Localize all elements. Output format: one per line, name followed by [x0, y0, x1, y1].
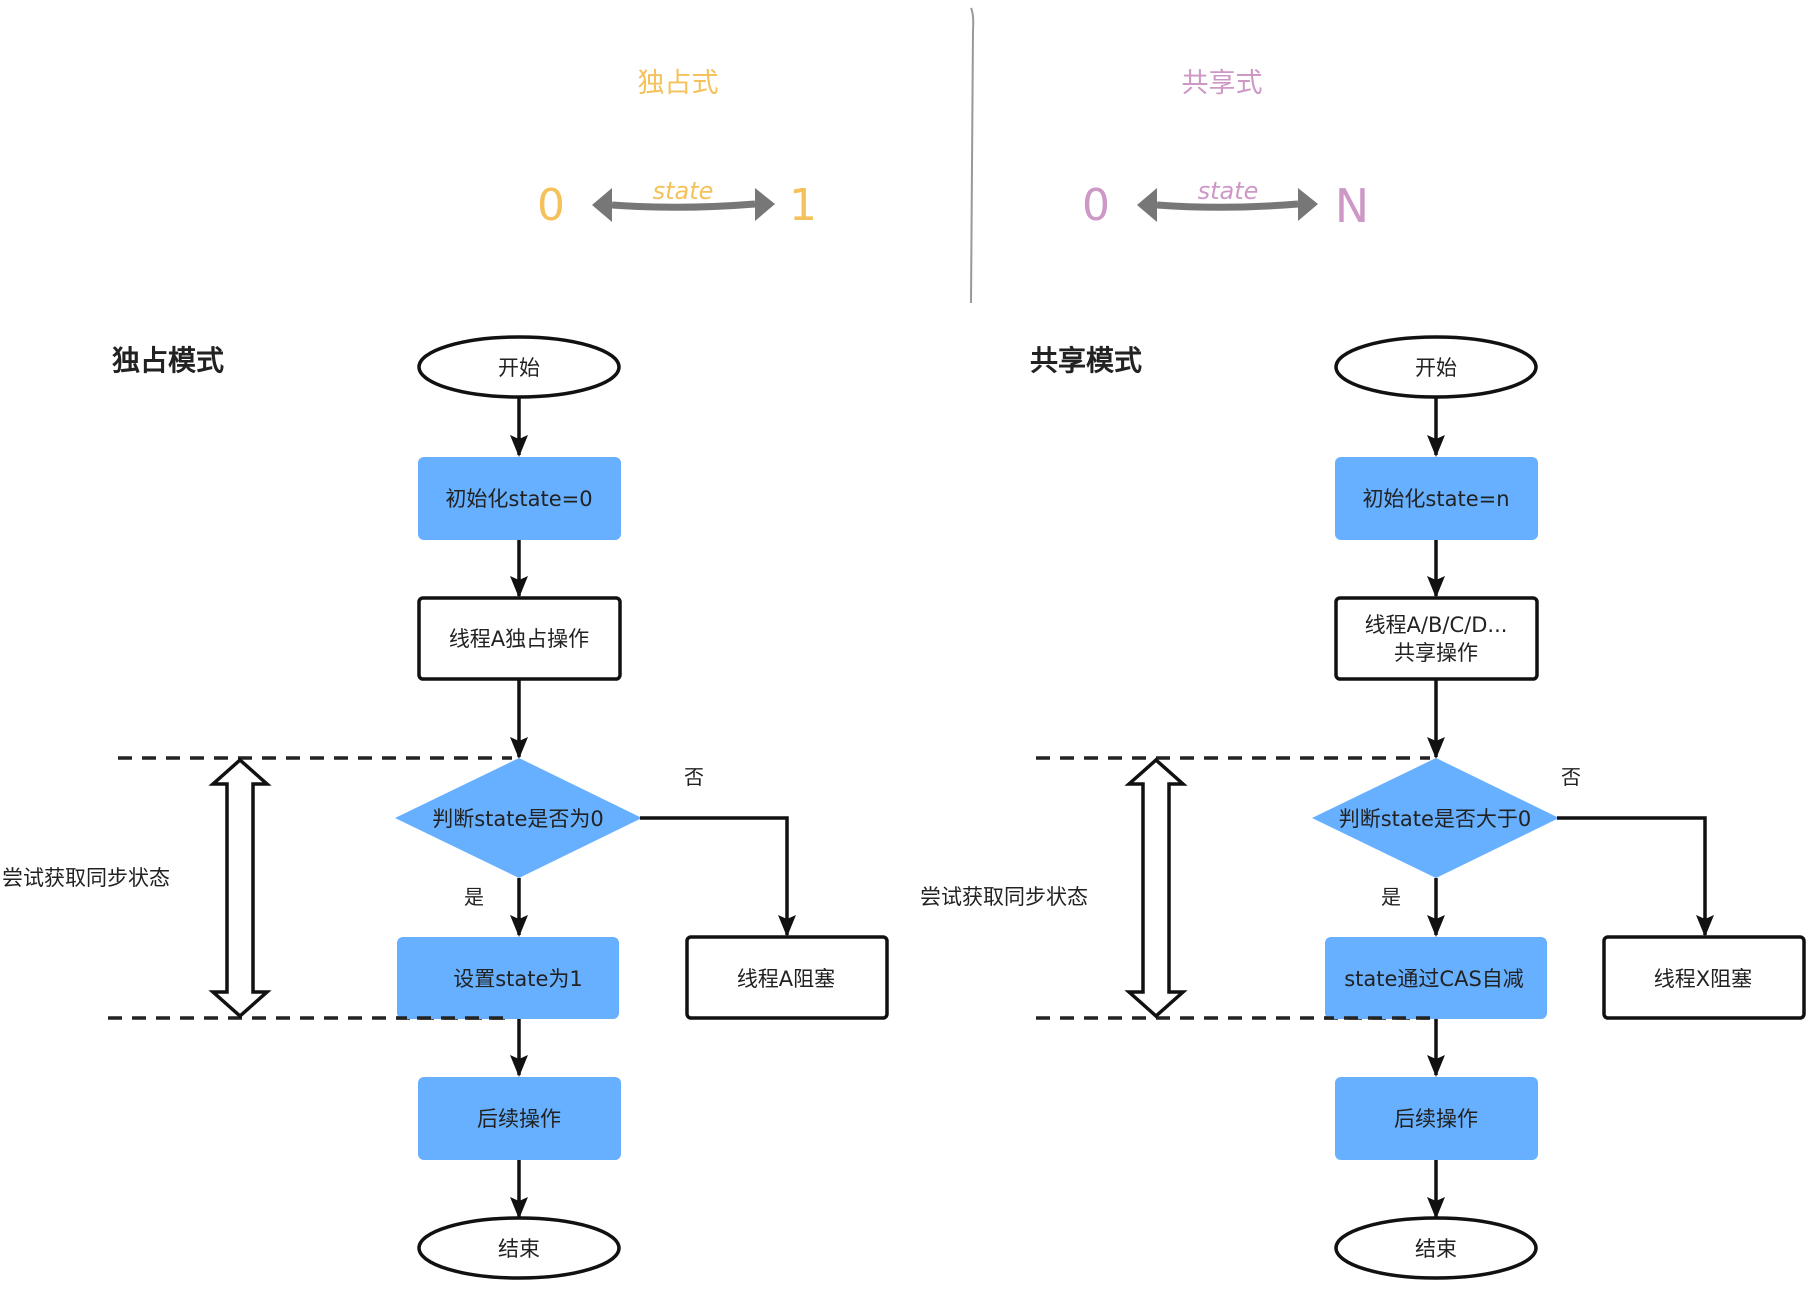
top-exclusive: 独占式 0 1 state	[537, 68, 817, 231]
exclusive-decision-label: 判断state是否为0	[432, 807, 604, 831]
shared-start-label: 开始	[1415, 356, 1457, 380]
shared-state-from: 0	[1082, 180, 1110, 231]
exclusive-yes-action-label: 设置state为1	[453, 967, 583, 991]
shared-end-label: 结束	[1415, 1237, 1457, 1261]
exclusive-operate-label: 线程A独占操作	[449, 627, 589, 651]
shared-flowchart: 共享模式 尝试获取同步状态 开始 初始化state=n 线程A/B/C/D...…	[920, 335, 1806, 1280]
exclusive-end-node[interactable]: 结束	[417, 1216, 621, 1280]
shared-start-node[interactable]: 开始	[1334, 335, 1538, 399]
shared-init-node[interactable]: 初始化state=n	[1335, 457, 1538, 540]
shared-init-label: 初始化state=n	[1362, 487, 1509, 511]
exclusive-state-arrow	[592, 188, 775, 222]
shared-state-to: N	[1335, 179, 1369, 233]
shared-no-action-node[interactable]: 线程X阻塞	[1602, 935, 1806, 1020]
shared-no-action-label: 线程X阻塞	[1654, 967, 1752, 991]
shared-mode-title: 共享式	[1182, 68, 1263, 99]
exclusive-start-node[interactable]: 开始	[417, 335, 621, 399]
exclusive-init-label: 初始化state=0	[445, 487, 592, 511]
exclusive-end-label: 结束	[498, 1237, 540, 1261]
exclusive-state-to: 1	[789, 180, 817, 231]
exclusive-yes-action-node[interactable]: 设置state为1	[397, 937, 619, 1019]
exclusive-state-from: 0	[537, 180, 565, 231]
shared-next-node[interactable]: 后续操作	[1335, 1077, 1538, 1160]
shared-yes-action-label: state通过CAS自减	[1344, 967, 1524, 991]
shared-arrow-decision-no	[1557, 816, 1714, 937]
shared-yes-action-node[interactable]: state通过CAS自减	[1325, 937, 1547, 1019]
exclusive-no-action-node[interactable]: 线程A阻塞	[685, 935, 889, 1020]
exclusive-mode-title: 独占式	[638, 68, 719, 99]
shared-operate-node[interactable]: 线程A/B/C/D... 共享操作	[1334, 596, 1539, 681]
exclusive-operate-node[interactable]: 线程A独占操作	[417, 596, 622, 681]
shared-state-arrow	[1137, 188, 1318, 222]
exclusive-no-label: 否	[684, 765, 704, 789]
exclusive-init-node[interactable]: 初始化state=0	[418, 457, 621, 540]
exclusive-next-node[interactable]: 后续操作	[418, 1077, 621, 1160]
shared-end-node[interactable]: 结束	[1334, 1216, 1538, 1280]
exclusive-yes-label: 是	[464, 885, 484, 909]
exclusive-range-label: 尝试获取同步状态	[2, 866, 170, 890]
shared-decision-label: 判断state是否大于0	[1339, 807, 1532, 831]
exclusive-next-label: 后续操作	[477, 1107, 561, 1131]
arrow-decision-no	[640, 816, 796, 937]
range-double-arrow-icon	[208, 757, 272, 1019]
shared-range-double-arrow-icon	[1124, 757, 1188, 1019]
shared-decision-node[interactable]: 判断state是否大于0	[1312, 758, 1559, 878]
shared-operate-label-line1: 线程A/B/C/D...	[1365, 613, 1508, 637]
shared-next-label: 后续操作	[1394, 1107, 1478, 1131]
shared-range-label: 尝试获取同步状态	[920, 885, 1088, 909]
exclusive-no-action-label: 线程A阻塞	[737, 967, 835, 991]
top-shared: 共享式 0 N state	[1082, 68, 1369, 233]
shared-yes-label: 是	[1381, 885, 1401, 909]
exclusive-flowchart: 独占模式 尝试获取同步状态 开始 初始化state=0 线程A独占操作 判断st…	[2, 335, 889, 1280]
shared-arrow-label: state	[1198, 177, 1259, 205]
exclusive-heading: 独占模式	[112, 344, 224, 377]
shared-no-label: 否	[1561, 765, 1581, 789]
section-divider	[970, 7, 975, 304]
exclusive-arrow-label: state	[653, 177, 714, 205]
shared-operate-label-line2: 共享操作	[1394, 641, 1478, 665]
shared-heading: 共享模式	[1030, 344, 1142, 377]
exclusive-decision-node[interactable]: 判断state是否为0	[395, 758, 642, 878]
exclusive-start-label: 开始	[498, 356, 540, 380]
